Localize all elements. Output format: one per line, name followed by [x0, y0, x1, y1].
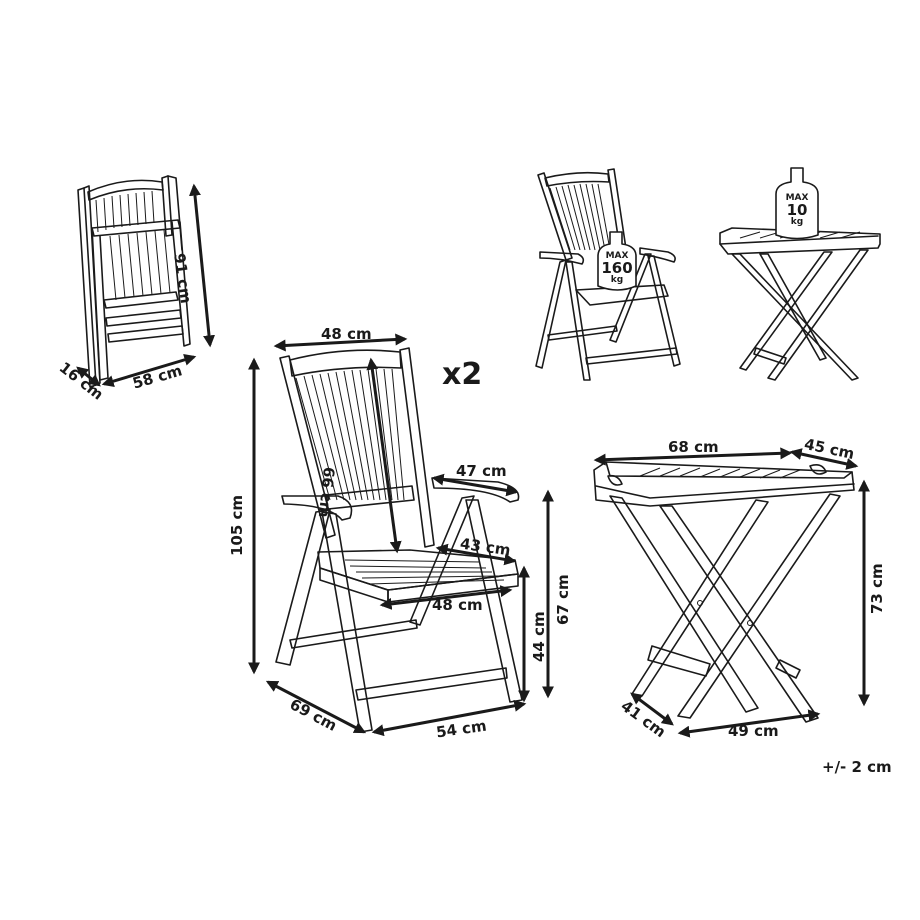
- dim-seat-depth: [435, 543, 517, 566]
- tolerance-label: +/- 2 cm: [822, 758, 892, 776]
- dim-tray-width: [593, 447, 793, 466]
- chair-max-load: MAX 160 kg: [598, 252, 636, 285]
- backrest-width-label: 48 cm: [321, 325, 372, 343]
- base-width-label: 49 cm: [728, 722, 779, 740]
- max-load-value: 160: [601, 259, 633, 277]
- folded-chair-drawing: [77, 175, 191, 388]
- table-max-load: MAX 10 kg: [776, 194, 818, 227]
- table-drawing: [593, 461, 855, 723]
- weight-10kg-icon: [775, 167, 819, 240]
- total-height-label: 105 cm: [228, 494, 246, 556]
- seat-width-label: 48 cm: [432, 596, 483, 614]
- dim-base-depth: [630, 692, 674, 726]
- max-label: MAX: [785, 193, 809, 203]
- tray-width-label: 68 cm: [668, 438, 719, 456]
- dim-backrest-height: [366, 357, 402, 554]
- dim-tray-depth: [789, 448, 859, 470]
- dim-backrest-width: [273, 333, 408, 352]
- seat-height-label: 44 cm: [530, 611, 548, 662]
- dim-armrest-length: [431, 473, 519, 497]
- dim-folded-height: [188, 183, 216, 348]
- armrest-length-label: 47 cm: [456, 462, 507, 480]
- dim-base-width: [677, 709, 821, 738]
- table-height-label: 73 cm: [868, 563, 886, 614]
- chair-load-drawing: [535, 168, 681, 381]
- table-load-drawing: [719, 167, 881, 381]
- weight-160kg-icon: [597, 231, 637, 291]
- max-load-unit: kg: [790, 217, 804, 227]
- max-load-unit: kg: [610, 275, 624, 285]
- dim-folded-depth: [76, 366, 101, 387]
- dim-seat-width: [379, 585, 513, 610]
- dim-chair-depth: [265, 680, 367, 734]
- armrest-height-label: 67 cm: [554, 574, 572, 625]
- max-label: MAX: [605, 251, 629, 261]
- dim-chair-width: [371, 699, 527, 737]
- max-load-value: 10: [786, 201, 808, 219]
- quantity-label: x2: [442, 357, 483, 392]
- dim-folded-width: [101, 354, 197, 387]
